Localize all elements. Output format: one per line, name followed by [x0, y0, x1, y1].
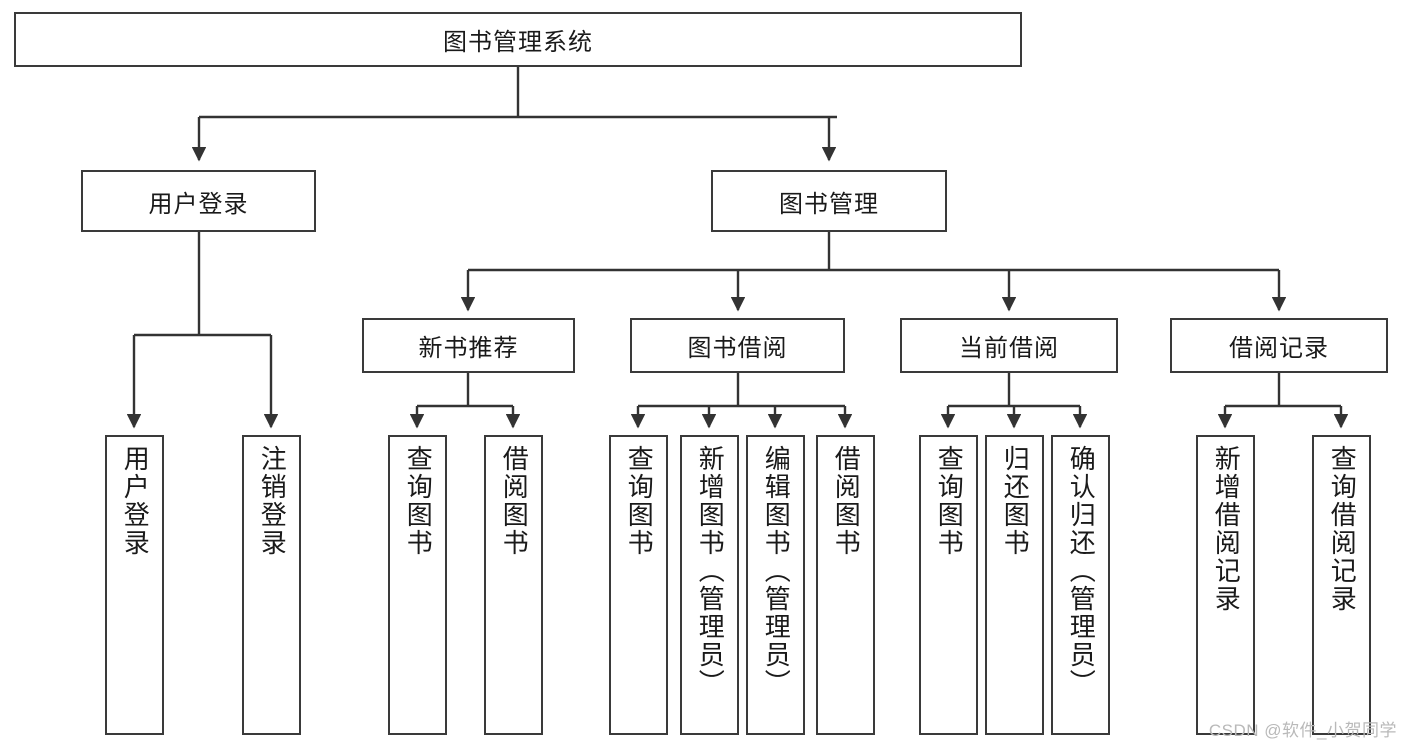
leaf-user-login[interactable]: 用户登录 [105, 435, 164, 735]
leaf-borrow-book[interactable]: 借阅图书 [816, 435, 875, 735]
leaf-borrow-book-recommend[interactable]: 借阅图书 [484, 435, 543, 735]
node-label: 查询借阅记录 [1327, 445, 1358, 613]
node-label: 确认归还（管理员） [1066, 445, 1097, 697]
node-borrow-record[interactable]: 借阅记录 [1170, 318, 1388, 373]
node-book-management[interactable]: 图书管理 [711, 170, 947, 232]
node-book-borrow[interactable]: 图书借阅 [630, 318, 845, 373]
node-label: 借阅图书 [831, 445, 862, 557]
node-label: 查询图书 [403, 445, 434, 557]
node-current-borrow[interactable]: 当前借阅 [900, 318, 1118, 373]
node-label: 借阅记录 [1229, 335, 1329, 362]
leaf-query-borrow-record[interactable]: 查询借阅记录 [1312, 435, 1371, 735]
leaf-return-book[interactable]: 归还图书 [985, 435, 1044, 735]
node-label: 查询图书 [624, 445, 655, 557]
node-label: 用户登录 [120, 445, 151, 557]
leaf-query-book-current[interactable]: 查询图书 [919, 435, 978, 735]
node-label: 借阅图书 [499, 445, 530, 557]
node-label: 图书借阅 [687, 335, 788, 362]
node-label: 新增借阅记录 [1211, 445, 1242, 613]
node-new-book-recommend[interactable]: 新书推荐 [362, 318, 575, 373]
node-label: 用户登录 [148, 190, 249, 218]
node-label: 注销登录 [257, 445, 288, 557]
node-label: 图书管理 [779, 190, 879, 218]
node-label: 新书推荐 [418, 335, 519, 362]
leaf-query-book-borrow[interactable]: 查询图书 [609, 435, 668, 735]
leaf-confirm-return-admin[interactable]: 确认归还（管理员） [1051, 435, 1110, 735]
node-label: 图书管理系统 [443, 29, 593, 56]
node-label: 当前借阅 [959, 335, 1059, 362]
node-label: 编辑图书（管理员） [761, 445, 792, 697]
node-label: 归还图书 [1000, 445, 1031, 557]
node-label: 查询图书 [934, 445, 965, 557]
leaf-edit-book-admin[interactable]: 编辑图书（管理员） [746, 435, 805, 735]
leaf-add-borrow-record[interactable]: 新增借阅记录 [1196, 435, 1255, 735]
node-root-book-management-system[interactable]: 图书管理系统 [14, 12, 1022, 67]
node-user-login[interactable]: 用户登录 [81, 170, 316, 232]
leaf-add-book-admin[interactable]: 新增图书（管理员） [680, 435, 739, 735]
leaf-query-book-recommend[interactable]: 查询图书 [388, 435, 447, 735]
node-label: 新增图书（管理员） [695, 445, 726, 697]
leaf-logout-login[interactable]: 注销登录 [242, 435, 301, 735]
